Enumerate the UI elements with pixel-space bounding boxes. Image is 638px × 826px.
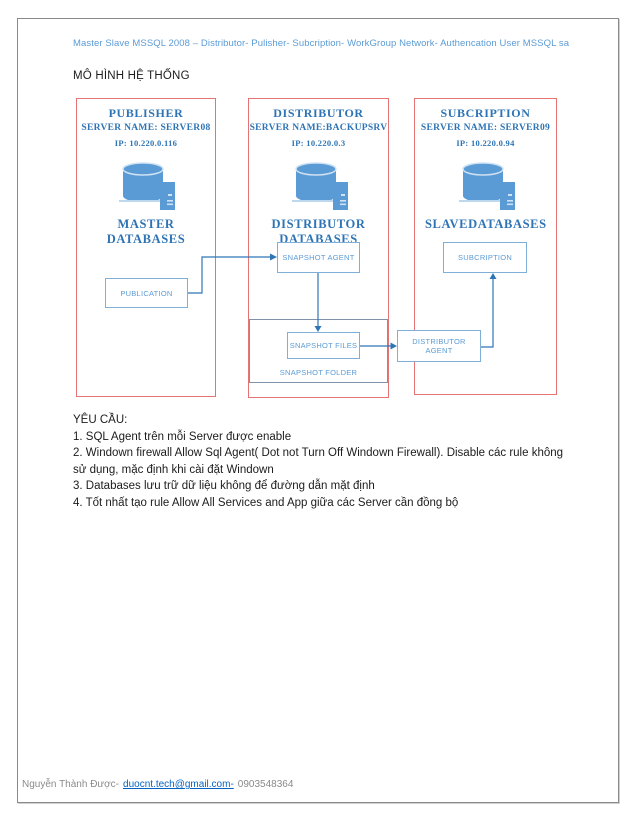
- distributor-title: DISTRIBUTOR: [273, 106, 364, 120]
- snapshot-agent-label: SNAPSHOT AGENT: [282, 253, 355, 262]
- publisher-column: PUBLISHER SERVER NAME: SERVER08 IP: 10.2…: [76, 98, 216, 397]
- subcription-node: SUBCRIPTION: [443, 242, 527, 273]
- requirement-item-2: 2. Windown firewall Allow Sql Agent( Dot…: [73, 447, 564, 476]
- page-footer: Nguyễn Thành Được-duocnt.tech@gmail.com-…: [22, 779, 293, 790]
- distributor-ip: IP: 10.220.0.3: [291, 138, 346, 148]
- subcription-ip: IP: 10.220.0.94: [456, 138, 515, 148]
- footer-phone: 0903548364: [237, 779, 294, 790]
- footer-email-link[interactable]: duocnt.tech@gmail.com-: [123, 779, 234, 790]
- publisher-ip: IP: 10.220.0.116: [114, 138, 178, 148]
- footer-author: Nguyễn Thành Được-: [22, 779, 120, 790]
- subcription-db-label: SLAVEDATABASES: [425, 217, 547, 231]
- publisher-title: PUBLISHER: [108, 106, 184, 120]
- publisher-server-name: SERVER NAME: SERVER08: [81, 123, 211, 133]
- database-server-icon: [249, 156, 388, 212]
- requirement-item-4: 4. Tốt nhất tạo rule Allow All Services …: [73, 496, 459, 509]
- distributor-column: DISTRIBUTOR SERVER NAME:BACKUPSRV IP: 10…: [248, 98, 389, 398]
- database-server-icon: [77, 156, 215, 212]
- snapshot-agent-node: SNAPSHOT AGENT: [277, 242, 360, 273]
- requirement-item-3: 3. Databases lưu trữ dữ liệu không để đư…: [73, 480, 375, 493]
- snapshot-files-label: SNAPSHOT FILES: [289, 341, 358, 350]
- distributor-agent-node: DISTRIBUTOR AGENT: [397, 330, 481, 362]
- publication-node: PUBLICATION: [105, 278, 188, 308]
- snapshot-files-node: SNAPSHOT FILES: [287, 332, 360, 359]
- publisher-db-label: MASTER DATABASES: [106, 217, 186, 246]
- requirement-item-1: 1. SQL Agent trên mỗi Server được enable: [73, 430, 292, 443]
- page-title: MÔ HÌNH HỆ THỐNG: [73, 70, 190, 82]
- page-border: [17, 18, 619, 803]
- distributor-server-name: SERVER NAME:BACKUPSRV: [249, 123, 388, 133]
- subcription-node-label: SUBCRIPTION: [457, 253, 512, 262]
- requirements-section: YÊU CẦU: 1. SQL Agent trên mỗi Server đư…: [73, 412, 573, 512]
- subcription-title: SUBCRIPTION: [440, 106, 531, 120]
- database-server-icon: [415, 156, 556, 212]
- subcription-column: SUBCRIPTION SERVER NAME: SERVER09 IP: 10…: [414, 98, 557, 395]
- publication-label: PUBLICATION: [120, 288, 173, 298]
- document-header: Master Slave MSSQL 2008 – Distributor- P…: [73, 38, 570, 49]
- requirements-heading: YÊU CẦU:: [73, 414, 128, 426]
- snapshot-folder-label: SNAPSHOT FOLDER: [279, 368, 358, 377]
- subcription-server-name: SERVER NAME: SERVER09: [420, 123, 551, 133]
- distributor-agent-label: DISTRIBUTOR AGENT: [412, 337, 466, 355]
